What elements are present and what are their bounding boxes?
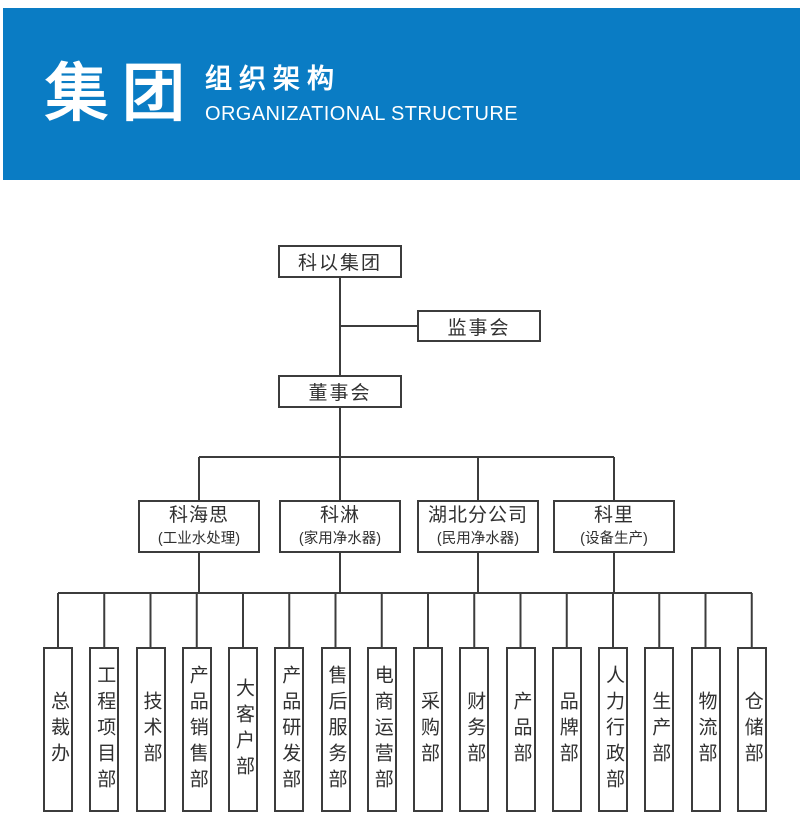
dept-box: 人力行政部	[598, 647, 628, 812]
dept-label: 售后服务部	[325, 664, 347, 795]
dept-label: 仓储部	[741, 690, 763, 769]
division-box: 科里 (设备生产)	[553, 500, 675, 553]
division-box: 科海思 (工业水处理)	[138, 500, 260, 553]
dept-box: 仓储部	[736, 647, 767, 812]
dept-box: 产品研发部	[274, 647, 305, 812]
dept-label: 总裁办	[48, 690, 69, 769]
node-root-label: 科以集团	[297, 253, 382, 274]
division-subtitle: (家用净水器)	[298, 531, 382, 548]
banner-subtitle-cn: 组织架构	[205, 64, 341, 95]
dept-box: 产品部	[505, 647, 536, 812]
division-subtitle: (工业水处理)	[157, 531, 241, 548]
node-root-group: 科以集团	[278, 245, 402, 278]
header-banner: 集团 组织架构 ORGANIZATIONAL STRUCTURE	[3, 8, 800, 180]
division-name: 科里	[593, 504, 634, 526]
dept-box: 生产部	[644, 647, 675, 812]
node-board-of-directors: 董事会	[278, 375, 402, 408]
dept-box: 售后服务部	[320, 647, 351, 812]
division-name: 科海思	[168, 504, 229, 526]
division-name: 湖北分公司	[427, 504, 528, 526]
dept-label: 技术部	[140, 690, 162, 769]
dept-box: 物流部	[690, 647, 721, 812]
dept-label: 财务部	[464, 690, 486, 769]
dept-label: 品牌部	[556, 690, 578, 769]
division-subtitle: (民用净水器)	[436, 531, 520, 548]
node-supervisory-board: 监事会	[417, 310, 541, 342]
dept-box: 品牌部	[551, 647, 582, 812]
dept-label: 人力行政部	[603, 664, 624, 795]
dept-box: 电商运营部	[366, 647, 397, 812]
org-chart: 科以集团 监事会 董事会 科海思 (工业水处理) 科淋 (家用净水器) 湖北分公…	[0, 180, 800, 832]
division-name: 科淋	[319, 504, 360, 526]
connector-lines	[57, 278, 753, 647]
dept-box: 技术部	[135, 647, 166, 812]
dept-box: 总裁办	[43, 647, 73, 812]
dept-label: 生产部	[649, 690, 671, 769]
dept-box: 工程项目部	[89, 647, 120, 812]
dept-box: 大客户部	[228, 647, 258, 812]
dept-box: 采购部	[413, 647, 443, 812]
dept-label: 大客户部	[233, 677, 254, 782]
node-board-label: 董事会	[308, 383, 372, 404]
dept-box: 财务部	[459, 647, 490, 812]
division-subtitle: (设备生产)	[580, 531, 648, 548]
dept-label: 产品研发部	[279, 664, 301, 795]
dept-label: 工程项目部	[94, 664, 116, 795]
division-box: 湖北分公司 (民用净水器)	[417, 500, 539, 553]
dept-label: 产品部	[510, 690, 532, 769]
banner-subtitle-en: ORGANIZATIONAL STRUCTURE	[205, 102, 518, 125]
dept-label: 物流部	[695, 690, 717, 769]
division-box: 科淋 (家用净水器)	[279, 500, 401, 553]
node-supervisory-label: 监事会	[447, 317, 511, 339]
banner-title: 集团	[45, 58, 199, 129]
dept-label: 采购部	[418, 690, 439, 769]
banner-subtitle-group: 组织架构 ORGANIZATIONAL STRUCTURE	[205, 64, 518, 125]
dept-box: 产品销售部	[181, 647, 212, 812]
dept-label: 产品销售部	[186, 664, 208, 795]
dept-label: 电商运营部	[371, 664, 393, 795]
